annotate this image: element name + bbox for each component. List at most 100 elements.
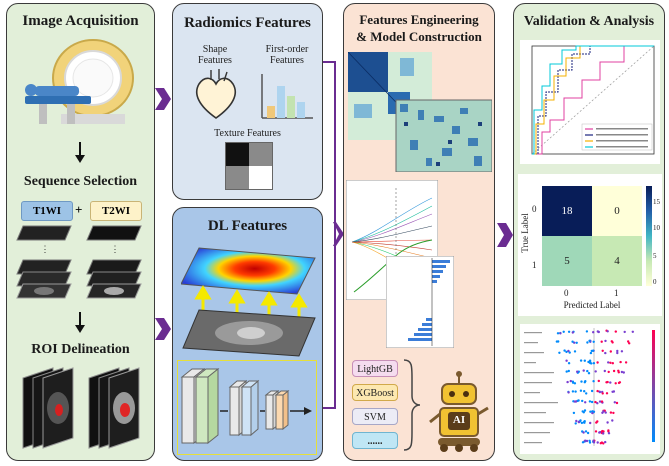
shap-dot xyxy=(585,392,588,395)
shap-dot xyxy=(559,332,562,335)
shap-dot xyxy=(604,339,607,343)
shap-dot xyxy=(595,421,598,424)
shap-dot xyxy=(579,389,583,392)
confusion-ylabel: True Label xyxy=(520,213,530,253)
shap-dot xyxy=(628,342,631,345)
shap-dot xyxy=(583,409,587,412)
shap-dot xyxy=(592,331,595,334)
heart-shape-icon xyxy=(195,69,237,119)
ai-label: AI xyxy=(452,414,466,426)
confusion-xtick-1: 1 xyxy=(614,288,619,298)
shap-dot xyxy=(565,350,568,354)
feature-engineering-panel: Features Engineering & Model Constructio… xyxy=(343,3,495,461)
correlation-heatmap-image xyxy=(348,52,492,172)
shap-dot xyxy=(620,350,624,353)
shap-dot xyxy=(613,401,616,404)
shap-dot xyxy=(571,340,574,343)
confusion-cell-0-1: 0 xyxy=(592,186,642,236)
shap-dot xyxy=(588,339,591,342)
shap-dot xyxy=(573,350,577,353)
shap-dot xyxy=(580,380,583,383)
shap-dot xyxy=(614,330,617,333)
shap-dot xyxy=(622,371,625,374)
brace-icon xyxy=(403,359,421,451)
colorbar-tick: 0 xyxy=(653,278,657,286)
shap-dot xyxy=(567,362,571,365)
shap-dot xyxy=(600,340,603,343)
shap-dot xyxy=(616,349,619,353)
shap-dot xyxy=(606,421,609,424)
model-lightgb: LightGB xyxy=(352,360,398,377)
shap-dot xyxy=(579,359,583,362)
dl-features-title: DL Features xyxy=(207,218,288,234)
shap-dot xyxy=(575,419,578,423)
chevron-right-icon xyxy=(497,223,513,247)
shap-dot xyxy=(612,390,616,393)
shap-dot xyxy=(587,372,591,375)
shap-dot xyxy=(574,390,577,393)
roc-curve-plot xyxy=(520,40,660,164)
shap-dot xyxy=(584,430,588,433)
shap-dot xyxy=(575,341,578,344)
shap-dot xyxy=(611,362,614,365)
shap-dot xyxy=(588,441,592,444)
shap-dot xyxy=(565,359,568,362)
shap-dot xyxy=(558,351,561,354)
shap-dot xyxy=(571,380,575,383)
shap-dot xyxy=(577,420,581,424)
shap-dot xyxy=(607,429,610,432)
shap-dot xyxy=(616,351,619,355)
confusion-ytick-1: 1 xyxy=(532,260,537,270)
cnn-layers-diagram xyxy=(180,367,312,445)
shap-dot xyxy=(623,330,626,334)
shap-dot xyxy=(612,411,615,415)
shap-dot xyxy=(606,380,609,384)
chevron-right-icon xyxy=(155,88,171,110)
confusion-colorbar xyxy=(646,186,652,286)
shap-dot xyxy=(584,401,587,404)
plus-sign: + xyxy=(75,202,83,217)
down-arrow-icon xyxy=(75,312,85,333)
shap-dot xyxy=(592,380,595,383)
shap-dot xyxy=(604,440,607,444)
shap-dot xyxy=(581,399,584,403)
feature-engineering-title-line2: & Model Construction xyxy=(356,29,482,44)
shap-dot xyxy=(594,400,597,404)
ai-robot-icon xyxy=(429,371,489,452)
shap-dot xyxy=(584,439,587,442)
validation-analysis-panel: Validation & Analysis True Label 0 1 18 … xyxy=(513,3,665,461)
shap-dot xyxy=(588,359,592,362)
shap-dot xyxy=(592,362,596,365)
first-order-features-label: First-order Features xyxy=(265,44,309,66)
shap-dot xyxy=(581,410,584,413)
shap-dot xyxy=(606,330,609,333)
shap-dot xyxy=(596,361,599,364)
shap-dot xyxy=(609,381,612,384)
shap-dot xyxy=(596,402,599,405)
shap-dot xyxy=(589,351,593,355)
confusion-xtick-0: 0 xyxy=(564,288,569,298)
confusion-cell-0-0: 18 xyxy=(542,186,592,236)
shap-dot xyxy=(620,370,624,374)
shap-dot xyxy=(582,431,585,434)
shap-dot xyxy=(601,349,604,352)
model-svm: SVM xyxy=(352,408,398,425)
shap-dot xyxy=(567,349,570,353)
t1-slice-stack: ⋮ xyxy=(16,225,72,299)
roi-slices-image xyxy=(22,367,140,449)
shap-dot xyxy=(607,370,610,374)
activation-heatmap-image xyxy=(181,247,316,357)
shap-dot xyxy=(601,429,604,433)
merge-bracket xyxy=(323,61,344,409)
shap-dot xyxy=(624,361,628,364)
shap-dot xyxy=(590,400,594,404)
shap-dot xyxy=(596,441,599,444)
shap-dot xyxy=(614,382,617,385)
shap-dot xyxy=(566,380,569,384)
shap-dot xyxy=(594,370,597,373)
confusion-xlabel: Predicted Label xyxy=(563,300,621,310)
shap-dot xyxy=(592,439,595,442)
shap-dot xyxy=(609,350,612,353)
histogram-icon xyxy=(261,74,313,119)
shap-summary-plot xyxy=(520,324,660,454)
